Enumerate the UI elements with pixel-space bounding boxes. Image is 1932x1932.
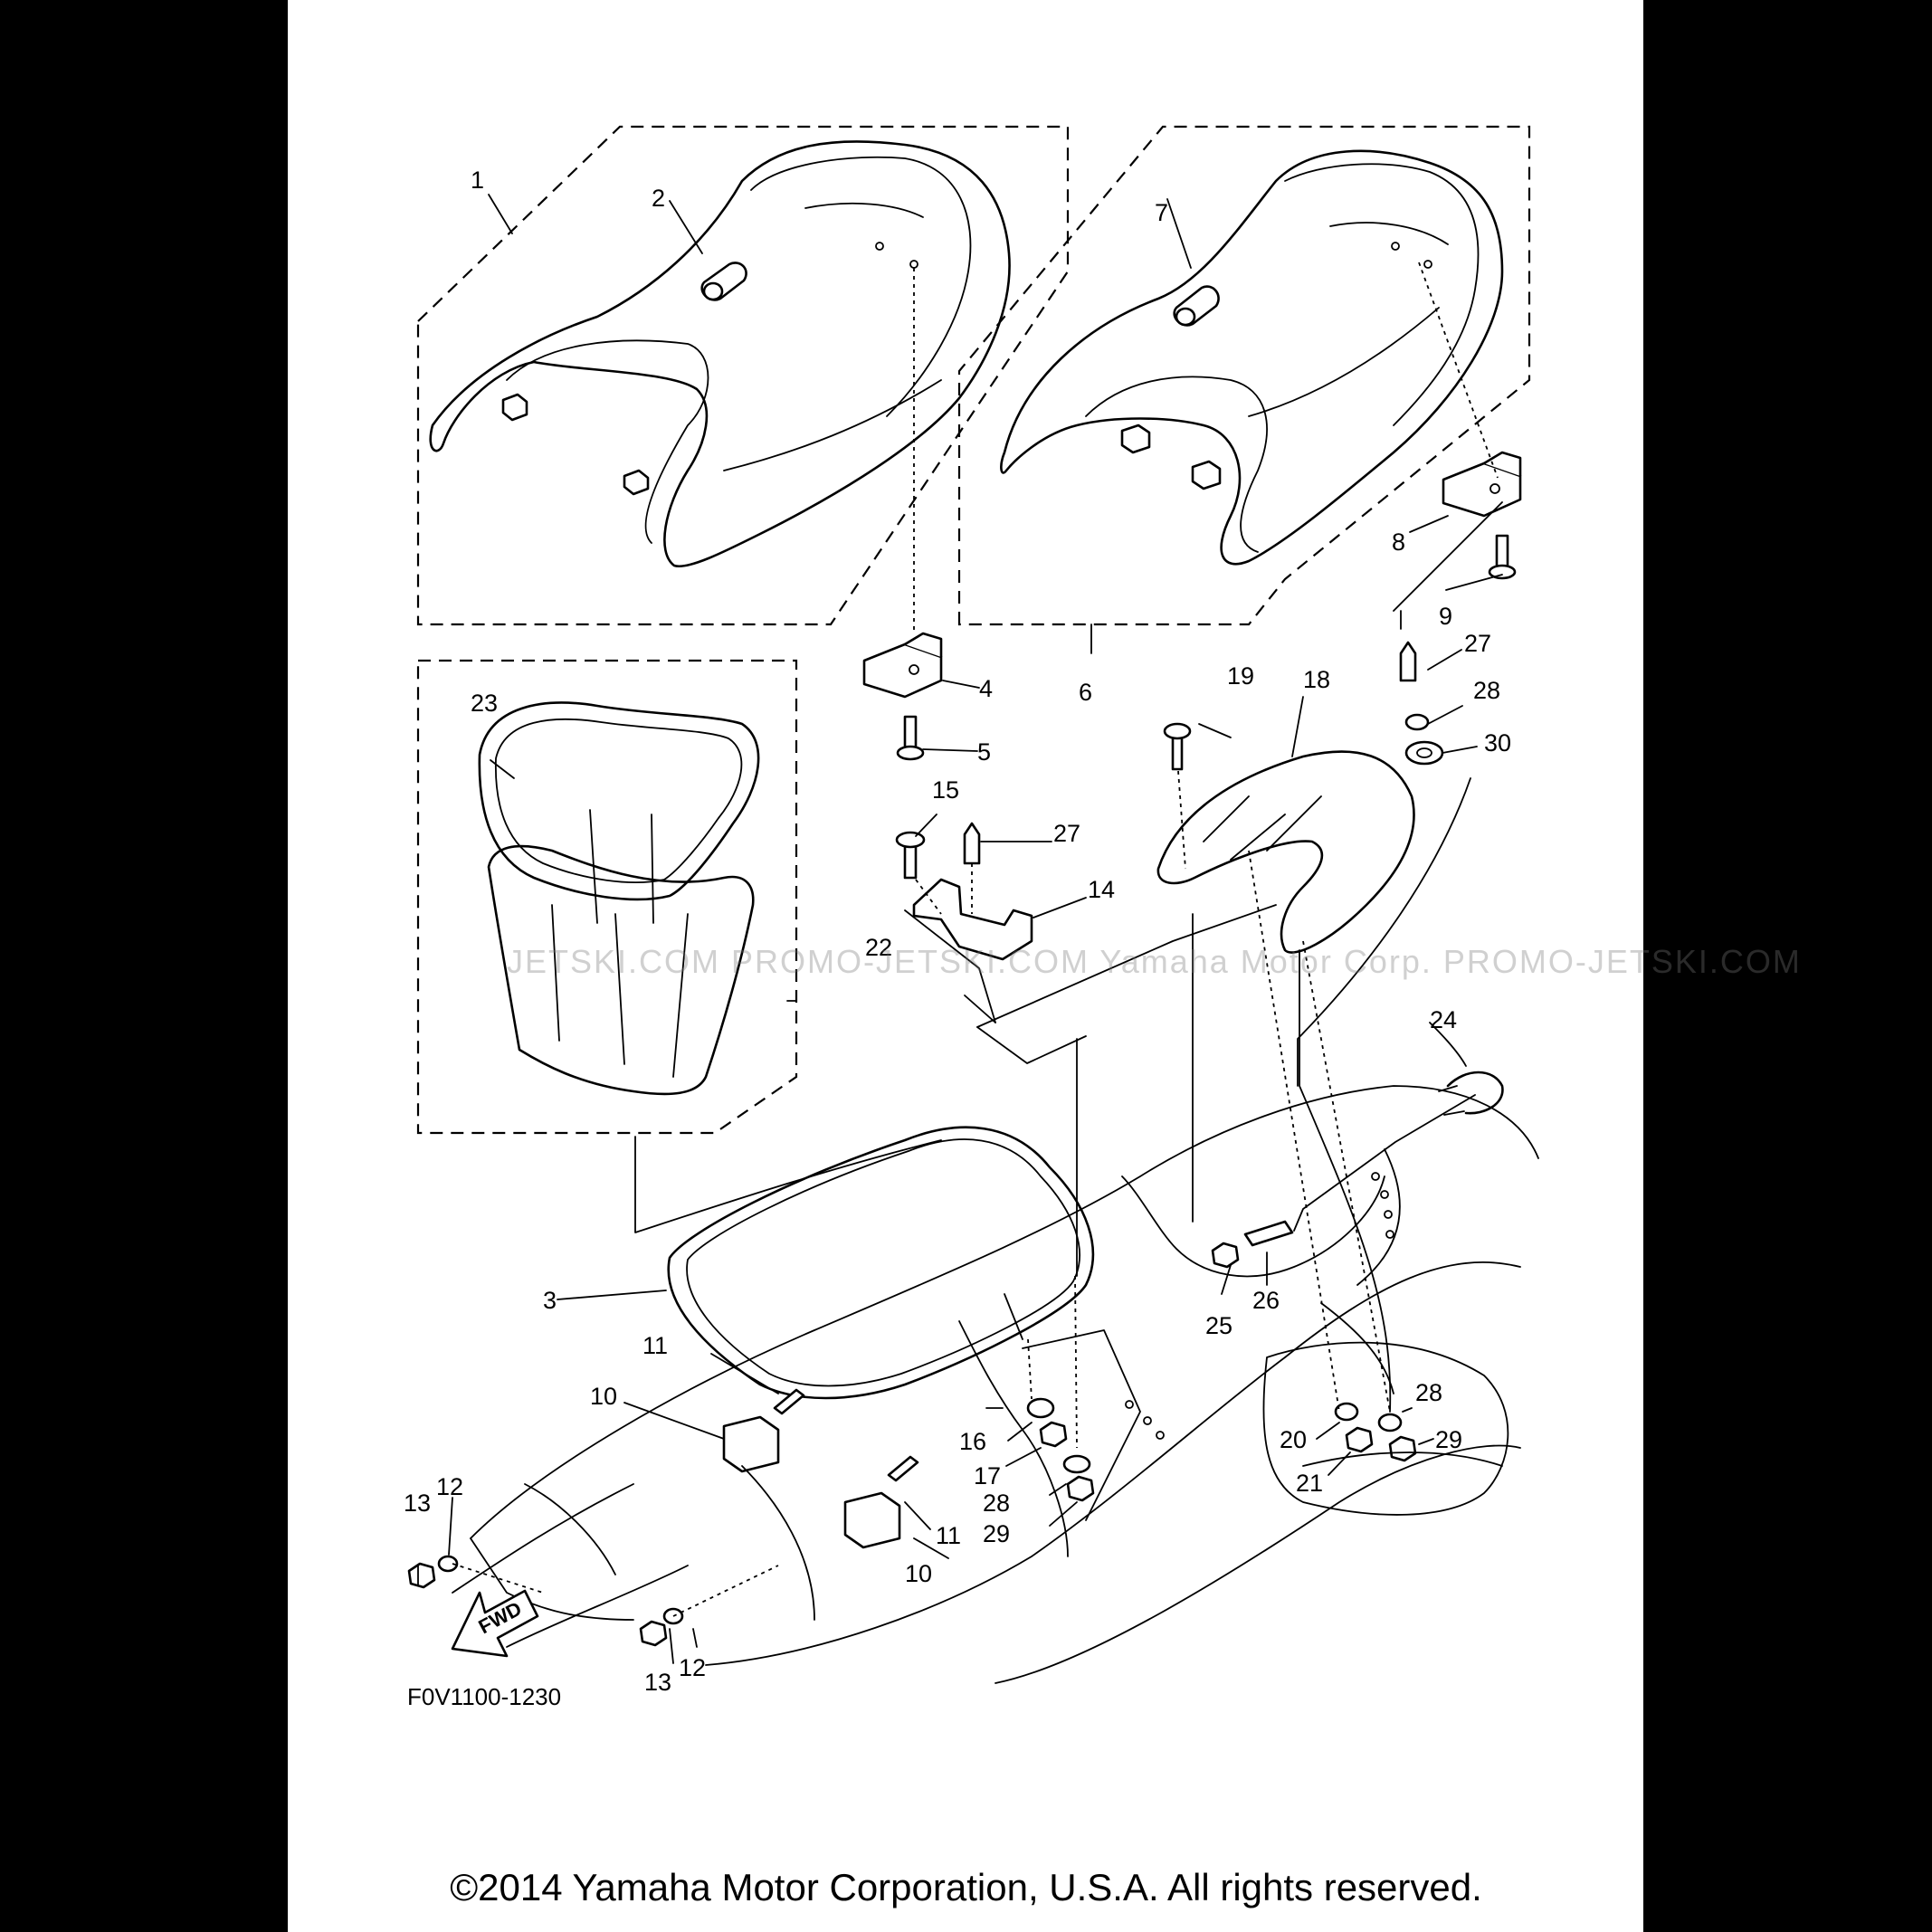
callout-23: 23 xyxy=(471,690,498,717)
callout-12a: 12 xyxy=(436,1473,463,1500)
callout-22: 22 xyxy=(865,934,892,961)
callout-1: 1 xyxy=(471,167,484,194)
callout-13a: 13 xyxy=(404,1489,431,1517)
callout-18: 18 xyxy=(1303,666,1330,693)
callout-16: 16 xyxy=(959,1428,986,1455)
callout-28c: 28 xyxy=(1415,1379,1442,1406)
rear-seat-group xyxy=(957,125,1531,626)
callouts: 1 2 3 4 5 6 7 8 9 10 10 11 11 12 12 13 1… xyxy=(404,167,1511,1696)
callout-19: 19 xyxy=(1227,662,1254,690)
copyright-notice: ©2014 Yamaha Motor Corporation, U.S.A. A… xyxy=(450,1866,1482,1908)
storage-bin-group xyxy=(416,659,798,1135)
leader-lines xyxy=(417,194,1503,1664)
callout-21: 21 xyxy=(1296,1470,1323,1497)
callout-11b: 11 xyxy=(936,1522,961,1549)
callout-10b: 10 xyxy=(905,1560,932,1587)
callout-25: 25 xyxy=(1205,1312,1232,1339)
callout-17: 17 xyxy=(974,1462,1001,1489)
callout-27a: 27 xyxy=(1464,630,1491,657)
callout-26: 26 xyxy=(1252,1287,1280,1314)
callout-9: 9 xyxy=(1439,603,1452,630)
callout-3: 3 xyxy=(543,1287,557,1314)
callout-29a: 29 xyxy=(983,1520,1010,1547)
callout-6: 6 xyxy=(1079,679,1092,706)
callout-20: 20 xyxy=(1280,1426,1307,1453)
drawing-code: F0V1100-1230 xyxy=(407,1683,561,1710)
callout-29b: 29 xyxy=(1435,1426,1462,1453)
callout-14: 14 xyxy=(1088,876,1115,903)
callout-27b: 27 xyxy=(1053,820,1080,847)
callout-28b: 28 xyxy=(983,1489,1010,1517)
callout-10a: 10 xyxy=(590,1383,617,1410)
hardware-parts xyxy=(407,451,1522,1647)
callout-12b: 12 xyxy=(679,1654,706,1681)
callout-28a: 28 xyxy=(1473,677,1500,704)
callout-7: 7 xyxy=(1155,199,1168,226)
fwd-arrow: FWD xyxy=(451,1589,539,1658)
front-seat-group xyxy=(416,125,1070,626)
callout-13b: 13 xyxy=(644,1669,671,1696)
hull-deck xyxy=(452,1085,1539,1684)
callout-2: 2 xyxy=(652,185,665,212)
callout-5: 5 xyxy=(977,738,991,766)
callout-24: 24 xyxy=(1430,1006,1457,1033)
callout-11a: 11 xyxy=(642,1332,668,1359)
callout-30: 30 xyxy=(1484,729,1511,757)
watermark: JETSKI.COM PROMO-JETSKI.COM Yamaha Motor… xyxy=(507,943,1802,980)
callout-8: 8 xyxy=(1392,528,1405,556)
callout-4: 4 xyxy=(979,675,993,702)
callout-15: 15 xyxy=(932,776,959,804)
